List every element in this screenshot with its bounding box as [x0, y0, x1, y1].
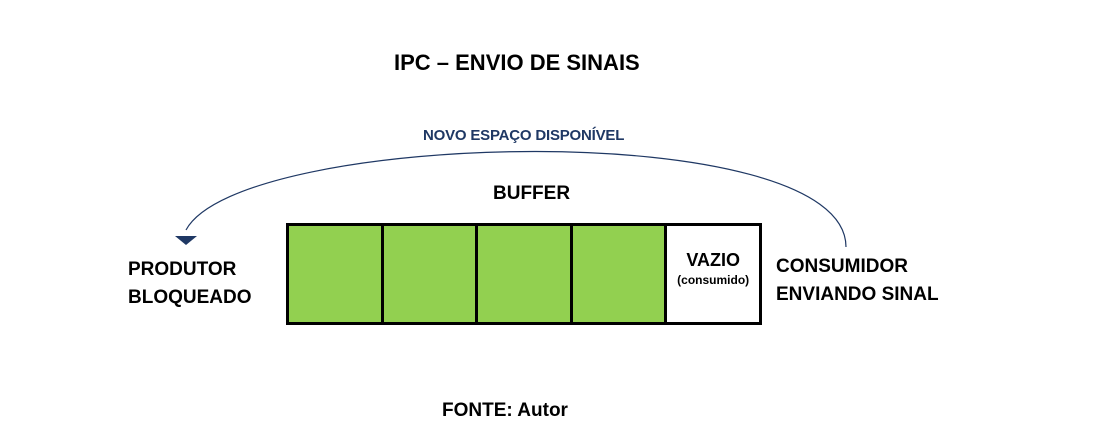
source-caption: FONTE: Autor — [442, 400, 568, 421]
consumer-label-line1: CONSUMIDOR — [776, 256, 908, 277]
empty-slot-label: VAZIO — [686, 249, 740, 270]
arrow-label: NOVO ESPAÇO DISPONÍVEL — [423, 127, 625, 144]
signal-arrow-curve — [185, 150, 847, 248]
consumer-label-line2: ENVIANDO SINAL — [776, 284, 939, 305]
diagram-title: IPC – ENVIO DE SINAIS — [394, 50, 640, 75]
buffer-slot-filled — [289, 226, 384, 322]
empty-slot-sublabel: (consumido) — [677, 272, 750, 287]
buffer-slot-filled — [383, 226, 479, 322]
buffer-label: BUFFER — [493, 183, 571, 204]
buffer-slot-filled — [572, 226, 668, 322]
producer-label-line2: BLOQUEADO — [128, 287, 252, 308]
producer-label: PRODUTOR BLOQUEADO — [128, 256, 252, 312]
signal-arrow-head — [175, 236, 197, 245]
buffer: VAZIO (consumido) — [286, 223, 762, 325]
buffer-slot-empty: VAZIO (consumido) — [667, 226, 759, 322]
producer-label-line1: PRODUTOR — [128, 259, 237, 280]
buffer-slot-filled — [478, 226, 573, 322]
consumer-label: CONSUMIDOR ENVIANDO SINAL — [776, 253, 939, 309]
